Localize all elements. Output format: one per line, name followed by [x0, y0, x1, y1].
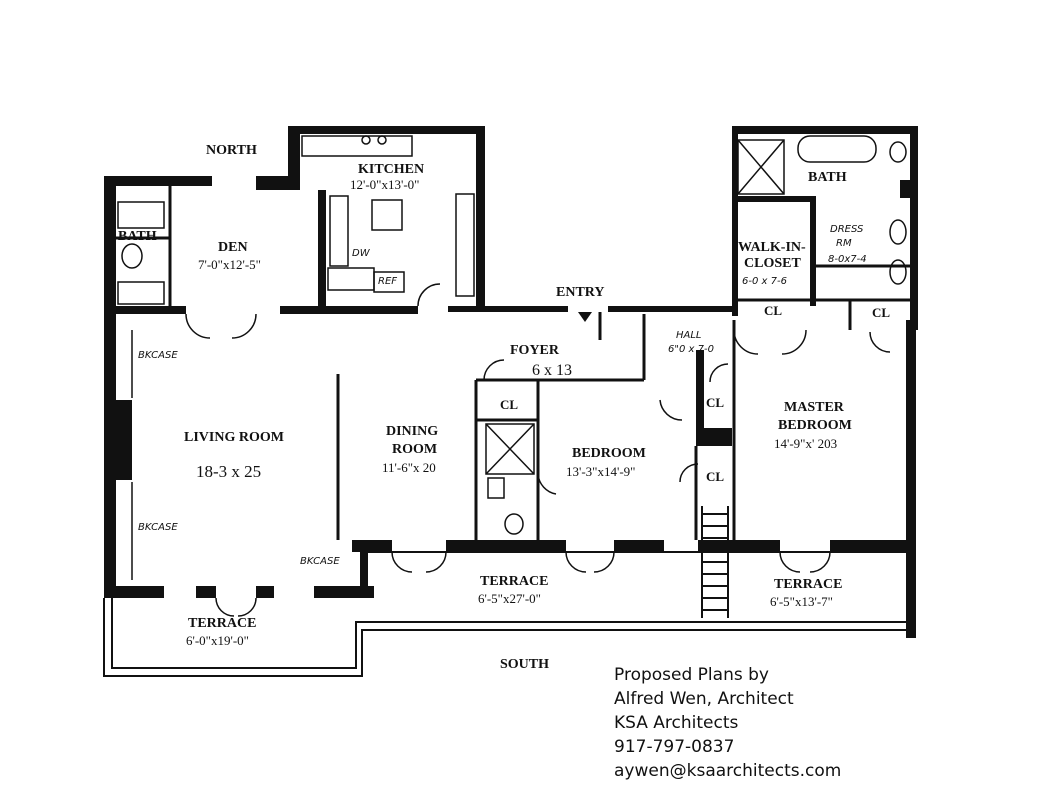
terrace-left-name: TERRACE	[188, 616, 257, 631]
bath-left-name: BATH	[118, 229, 157, 244]
living-room-name: LIVING ROOM	[184, 430, 284, 445]
credit-line-3: KSA Architects	[614, 713, 739, 733]
bath-right-name: BATH	[808, 170, 847, 185]
kitchen-fixtures	[301, 135, 475, 307]
closet-label-hall: CL	[706, 395, 725, 410]
closet-label-master-1: CL	[764, 303, 783, 318]
den-dims: 7'-0"x12'-5"	[198, 257, 261, 272]
den-name: DEN	[218, 240, 248, 255]
entry-label: ENTRY	[556, 285, 605, 300]
walk-in-closet-name-1: WALK-IN-	[738, 240, 806, 255]
terrace-outline	[103, 551, 906, 677]
thin-walls	[114, 186, 910, 540]
credit-line-5: aywen@ksaarchitects.com	[614, 761, 842, 781]
credit-line-1: Proposed Plans by	[614, 665, 769, 685]
terrace-left-dims: 6'-0"x19'-0"	[186, 633, 249, 648]
terrace-center-dims: 6'-5"x27'-0"	[478, 591, 541, 606]
bookcase-label-top: BKCASE	[138, 350, 178, 361]
bookcase-label-bottom: BKCASE	[300, 556, 340, 567]
bookcase-label-mid: BKCASE	[138, 522, 178, 533]
master-bedroom-dims: 14'-9"x' 203	[774, 436, 838, 451]
dining-room-name-2: ROOM	[392, 442, 438, 457]
terrace-right-dims: 6'-5"x13'-7"	[770, 594, 833, 609]
dining-room-dims: 11'-6"x 20	[382, 460, 436, 475]
terrace-center-name: TERRACE	[480, 574, 549, 589]
thick-walls	[104, 126, 918, 638]
living-room-dims: 18-3 x 25	[196, 462, 262, 481]
dress-rm-name-1: DRESS	[830, 224, 864, 235]
walk-in-closet-name-2: CLOSET	[744, 256, 801, 271]
hall-dims: 6"0 x 7-0	[668, 344, 714, 355]
terrace-right-name: TERRACE	[774, 577, 843, 592]
kitchen-dims: 12'-0"x13'-0"	[350, 177, 420, 192]
credit-line-2: Alfred Wen, Architect	[614, 689, 794, 709]
dress-rm-dims: 8-0x7-4	[828, 254, 867, 265]
dress-rm-name-2: RM	[836, 238, 852, 249]
walk-in-closet-dims: 6-0 x 7-6	[742, 276, 787, 287]
north-label: NORTH	[206, 143, 257, 158]
hall-name: HALL	[676, 330, 702, 341]
entry-marker	[578, 312, 592, 322]
dining-room-name-1: DINING	[386, 424, 439, 439]
master-bedroom-name-1: MASTER	[784, 400, 844, 415]
door-swings	[185, 313, 891, 617]
closet-label-master-2: CL	[872, 305, 891, 320]
kitchen-ref-label: REF	[378, 276, 398, 287]
bedroom-dims: 13'-3"x14'-9"	[566, 464, 636, 479]
stair-ladder	[701, 506, 729, 618]
kitchen-dw-label: DW	[352, 248, 370, 259]
closet-label-foyer: CL	[500, 397, 519, 412]
foyer-name: FOYER	[510, 343, 559, 358]
south-label: SOUTH	[500, 657, 550, 672]
architect-credit: Proposed Plans by Alfred Wen, Architect …	[614, 663, 841, 783]
master-bedroom-name-2: BEDROOM	[778, 418, 852, 433]
kitchen-name: KITCHEN	[358, 162, 425, 177]
credit-line-4: 917-797-0837	[614, 737, 735, 757]
bath-fixtures	[117, 135, 907, 535]
closet-label-bedroom: CL	[706, 469, 725, 484]
bedroom-name: BEDROOM	[572, 446, 646, 461]
foyer-dims: 6 x 13	[532, 362, 572, 379]
